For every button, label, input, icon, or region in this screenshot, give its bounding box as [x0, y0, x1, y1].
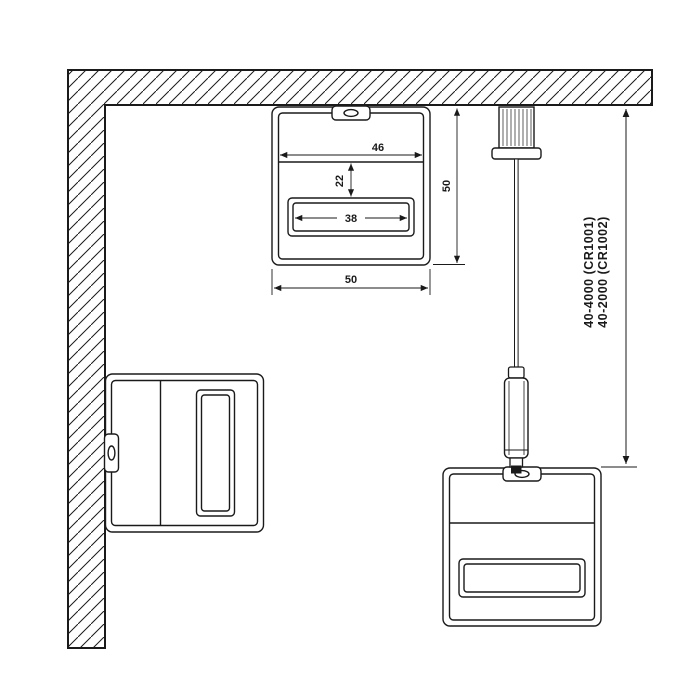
dim-cavity-height-label: 22: [334, 175, 346, 187]
dim-profile-width: [271, 269, 431, 295]
suspension-cable: [514, 158, 519, 368]
cable-grip-connector: [511, 465, 522, 474]
wall-mounted-profile: [103, 373, 265, 533]
suspension-length-label-1: 40-4000 (CR1001): [582, 216, 596, 328]
dim-profile-height: [433, 108, 465, 265]
dim-profile-height-label: 50: [441, 180, 453, 192]
suspension-length-dimension: [601, 109, 637, 468]
dim-profile-width-label: 50: [345, 274, 357, 286]
suspension-adjuster: [503, 366, 529, 474]
suspension-canopy: [491, 106, 542, 160]
dim-inner-width-label: 46: [372, 142, 384, 154]
dim-slot-width-label: 38: [345, 213, 357, 225]
suspension-length-label-2: 40-2000 (CR1002): [596, 216, 610, 328]
suspension-kit: [491, 106, 542, 474]
wall-and-ceiling-section: [67, 69, 653, 649]
suspended-profile: [442, 466, 602, 627]
